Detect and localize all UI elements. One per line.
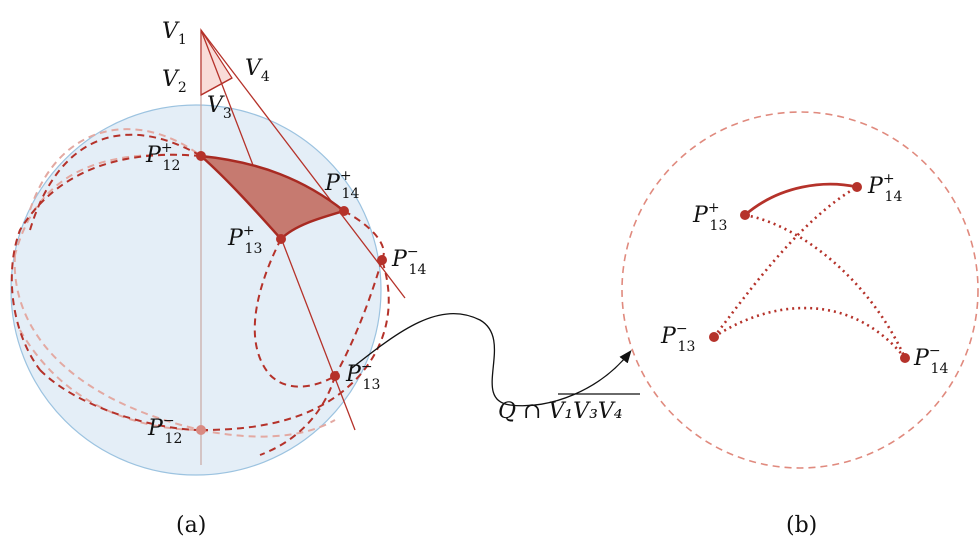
point-p14-plus: [339, 206, 349, 216]
point-b-p14-plus: [852, 182, 862, 192]
label-v1: V1: [162, 19, 187, 48]
label-p14-plus: P+14: [324, 168, 359, 202]
label-p14-minus: P−14: [391, 244, 426, 278]
point-p14-minus: [377, 255, 387, 265]
point-p13-plus: [276, 234, 286, 244]
point-labels-a: P+12 P+13 P+14 P−14 P−13 P−12: [145, 140, 426, 447]
arrow-label: Q ∩ V₁V₃V₄: [498, 399, 623, 424]
point-p12-minus: [196, 425, 206, 435]
label-p12-minus: P−12: [147, 413, 182, 447]
points-a: [196, 151, 387, 435]
label-v4: V4: [245, 56, 270, 85]
panel-a: V1 V2 V3 V4 P+12 P+13 P+14 P−14 P: [10, 19, 426, 538]
panel-b: P+13 P+14 P−13 P−14 (b): [621, 111, 979, 538]
front-curves: [10, 133, 390, 456]
label-b-p13-minus: P−13: [660, 321, 695, 355]
connector: Q ∩ V₁V₃V₄: [351, 312, 640, 424]
label-p13-minus: P−13: [345, 359, 380, 393]
point-p13-minus: [330, 371, 340, 381]
point-p12-plus: [196, 151, 206, 161]
caption-a: (a): [176, 513, 206, 538]
points-b: [709, 182, 910, 363]
curves-b: [712, 182, 907, 359]
label-b-p14-plus: P+14: [867, 171, 902, 205]
connector-arrow: [351, 312, 632, 407]
point-b-p13-plus: [740, 210, 750, 220]
label-p12-plus: P+12: [145, 140, 180, 174]
label-b-p13-plus: P+13: [692, 200, 727, 234]
point-b-p14-minus: [900, 353, 910, 363]
label-v3: V3: [207, 93, 232, 122]
caption-b: (b): [786, 513, 817, 538]
label-v2: V2: [162, 67, 187, 96]
boundary-circle: [621, 111, 979, 469]
sphere: [10, 104, 382, 476]
spherical-region: [197, 154, 347, 241]
label-p13-plus: P+13: [227, 223, 262, 257]
label-b-p14-minus: P−14: [913, 343, 948, 377]
point-labels-b: P+13 P+14 P−13 P−14: [660, 171, 948, 377]
point-b-p13-minus: [709, 332, 719, 342]
